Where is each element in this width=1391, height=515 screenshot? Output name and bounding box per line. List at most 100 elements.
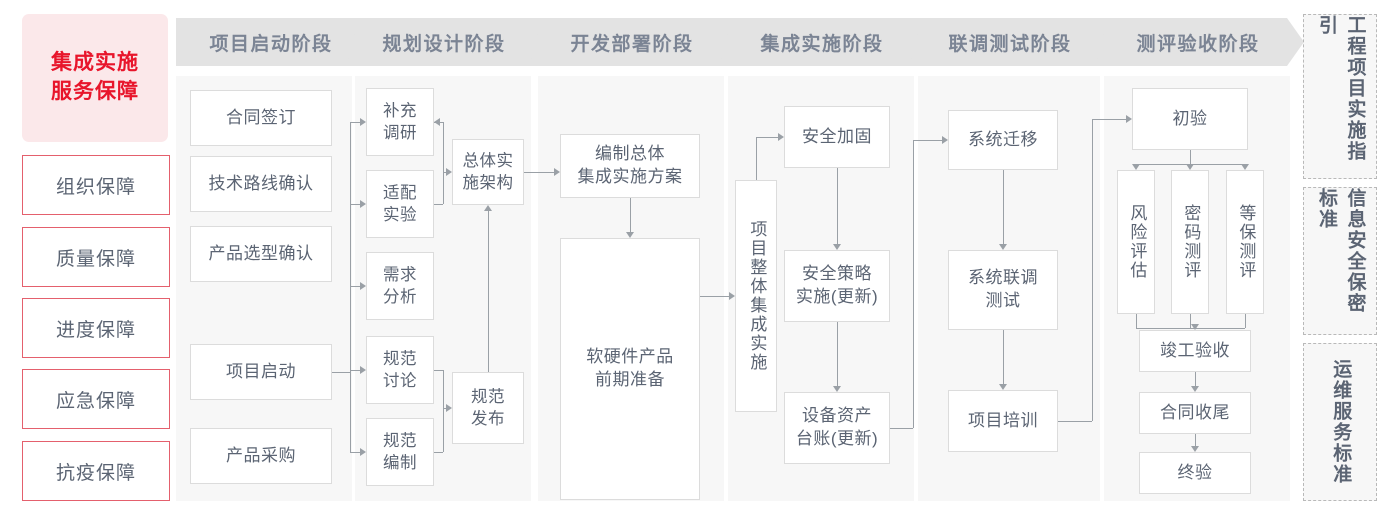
process-node-n17[interactable]: 安全策略实施(更新) [784,250,890,322]
process-node-n4[interactable]: 项目启动 [190,344,332,400]
connector-line [1058,421,1092,422]
connector-arrowhead [484,205,492,211]
process-node-n2[interactable]: 技术路线确认 [190,156,332,212]
connector-arrowhead [778,133,784,141]
connector-arrowhead [626,232,634,238]
process-node-n13[interactable]: 编制总体集成实施方案 [560,134,700,198]
standard-panel-0[interactable]: 工程项目实施指引 [1303,14,1377,179]
connector-line [488,211,489,372]
guarantee-hero: 集成实施 服务保障 [22,14,168,142]
process-node-n6[interactable]: 补充调研 [366,88,434,156]
connector-arrowhead [1186,164,1194,170]
process-node-n10[interactable]: 规范编制 [366,418,434,486]
guarantee-hero-line2: 服务保障 [51,80,139,103]
process-node-label: 系统迁移 [968,129,1038,149]
process-node-n26[interactable]: 竣工验收 [1139,330,1251,372]
connector-line [1195,372,1196,386]
process-node-label: 产品采购 [226,445,296,465]
phase-header-label: 测评验收阶段 [1136,33,1260,55]
process-node-n19[interactable]: 系统迁移 [948,110,1058,170]
guarantee-item-0[interactable]: 组织保障 [22,155,170,215]
process-node-n8[interactable]: 需求分析 [366,252,434,320]
process-node-n16[interactable]: 安全加固 [784,106,890,168]
process-node-n24[interactable]: 密码测评 [1171,170,1209,314]
process-node-n9[interactable]: 规范讨论 [366,336,434,404]
guarantee-hero-line1: 集成实施 [51,51,139,75]
process-node-n18[interactable]: 设备资产台账(更新) [784,392,890,464]
process-node-label: 合同签订 [226,107,296,127]
guarantee-item-2[interactable]: 进度保障 [22,298,170,358]
process-node-label: 风险评估 [1127,204,1147,280]
process-node-n1[interactable]: 合同签订 [190,90,332,146]
process-node-n27[interactable]: 合同收尾 [1139,392,1251,434]
connector-line [443,122,444,172]
connector-line [350,370,360,371]
connector-arrowhead [1191,386,1199,392]
phase-header-1[interactable]: 规划设计阶段 [343,18,545,66]
connector-line [1245,314,1246,328]
connector-arrowhead [999,244,1007,250]
guarantee-item-3[interactable]: 应急保障 [22,369,170,429]
phase-header-3[interactable]: 集成实施阶段 [716,18,928,66]
process-node-label: 项目整体集成实施 [747,220,767,372]
process-node-n11[interactable]: 总体实施架构 [452,139,524,205]
guarantee-item-1[interactable]: 质量保障 [22,227,170,287]
connector-line [1003,170,1004,244]
process-node-n28[interactable]: 终验 [1139,452,1251,494]
connector-line [1195,434,1196,446]
process-node-label: 需求分析 [383,265,417,306]
process-node-n3[interactable]: 产品选型确认 [190,226,332,282]
process-node-n12[interactable]: 规范发布 [452,372,524,444]
connector-line [443,172,446,173]
process-node-label: 项目培训 [968,410,1038,430]
guarantee-item-label: 质量保障 [55,248,136,270]
process-node-n5[interactable]: 产品采购 [190,428,332,484]
connector-line [1003,330,1004,384]
connector-arrowhead [833,386,841,392]
process-node-n20[interactable]: 系统联调测试 [948,250,1058,330]
standard-panel-2[interactable]: 运维服务标准 [1303,343,1377,501]
process-node-n23[interactable]: 风险评估 [1117,170,1155,314]
phase-header-label: 规划设计阶段 [382,33,506,55]
process-node-n14[interactable]: 软硬件产品前期准备 [560,238,700,500]
connector-arrowhead [1126,115,1132,123]
connector-arrowhead [360,118,366,126]
process-node-label: 终验 [1177,462,1213,482]
process-node-n22[interactable]: 初验 [1132,88,1248,150]
process-node-n21[interactable]: 项目培训 [948,390,1058,452]
connector-line [350,286,360,287]
connector-arrowhead [999,384,1007,390]
process-node-n7[interactable]: 适配实验 [366,170,434,238]
guarantee-item-label: 应急保障 [55,390,136,412]
phase-header-0[interactable]: 项目启动阶段 [176,18,366,66]
connector-line [700,296,729,297]
process-node-label: 等保测评 [1236,204,1256,280]
connector-line [443,370,444,452]
process-node-label: 适配实验 [383,183,417,224]
phase-header-2[interactable]: 开发部署阶段 [526,18,738,66]
connector-arrowhead [446,404,452,412]
connector-line [1190,314,1191,328]
phase-header-4[interactable]: 联调测试阶段 [906,18,1114,66]
process-node-n25[interactable]: 等保测评 [1226,170,1264,314]
process-node-label: 设备资产台账(更新) [795,406,879,448]
connector-line [350,204,360,205]
connector-arrowhead [360,200,366,208]
connector-line [434,204,443,205]
guarantee-item-4[interactable]: 抗疫保障 [22,441,170,501]
guarantee-item-label: 进度保障 [55,319,136,341]
standard-panel-1[interactable]: 信息安全保密标准 [1303,187,1377,335]
process-node-n15[interactable]: 项目整体集成实施 [735,180,777,412]
connector-line [756,137,778,138]
connector-arrowhead [360,282,366,290]
process-node-label: 竣工验收 [1160,340,1230,360]
connector-line [350,122,360,123]
phase-header-5[interactable]: 测评验收阶段 [1092,18,1304,66]
connector-line [837,168,838,244]
connector-line [332,372,350,373]
standard-panel-label: 信息安全保密标准 [1316,188,1366,314]
connector-line [890,428,913,429]
connector-arrowhead [942,136,948,144]
process-node-label: 总体实施架构 [462,151,514,192]
